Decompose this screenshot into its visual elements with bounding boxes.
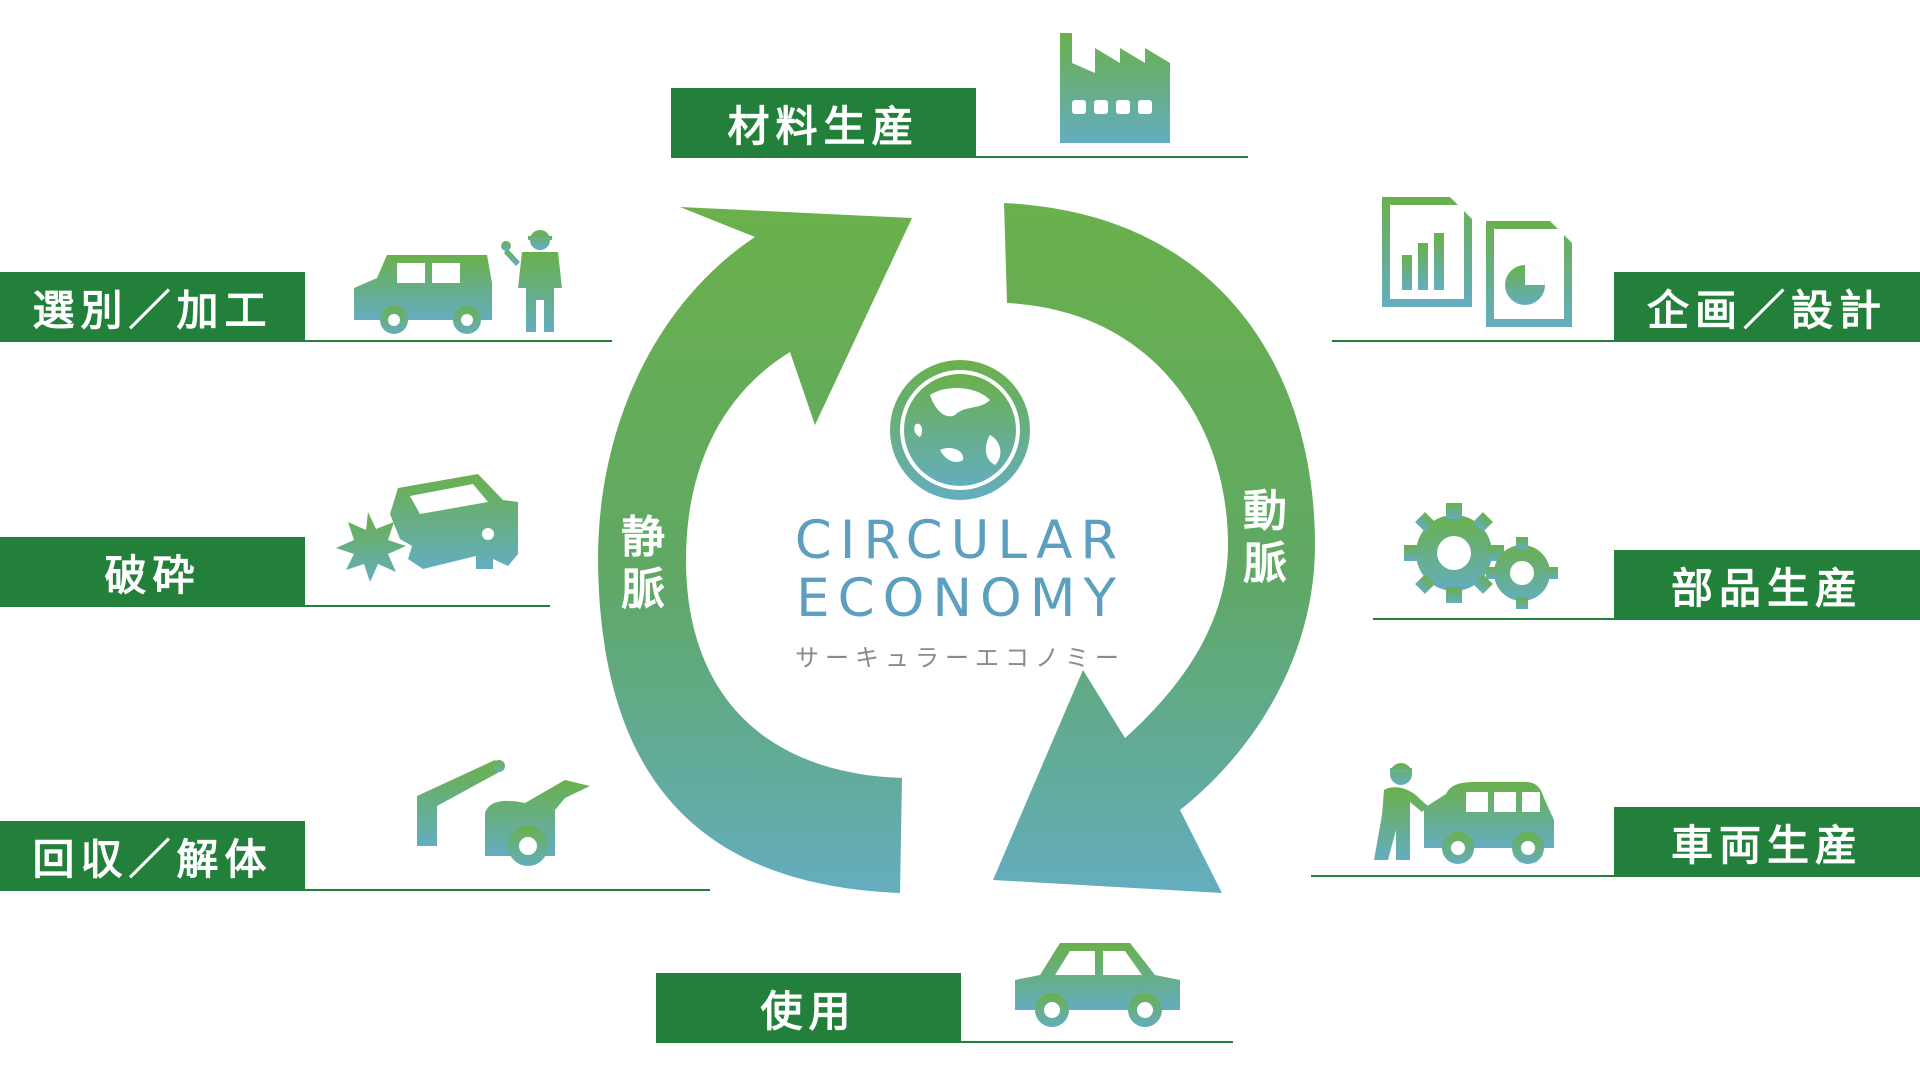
tow-car-icon — [417, 760, 590, 866]
right-arc-char-1: 動 — [1243, 486, 1287, 537]
rule-parts-production — [1373, 618, 1614, 620]
title-line-2: ECONOMY — [796, 568, 1124, 629]
left-arc-char-1: 静 — [621, 512, 665, 563]
label-collection-dismantling: 回収／解体 — [0, 821, 305, 891]
crushed-car-icon — [336, 474, 518, 582]
rule-vehicle-production — [1311, 875, 1614, 877]
label-planning-design: 企画／設計 — [1614, 272, 1920, 342]
rule-planning-design — [1332, 340, 1614, 342]
left-arrow — [598, 207, 912, 893]
right-arc-label: 動 脈 — [1237, 486, 1293, 590]
right-arrow — [993, 203, 1315, 893]
label-use: 使用 — [656, 973, 961, 1043]
title-line-1: CIRCULAR — [794, 510, 1126, 571]
label-crushing: 破砕 — [0, 537, 305, 607]
label-sorting-processing: 選別／加工 — [0, 272, 305, 342]
circular-economy-title: CIRCULAR ECONOMY — [760, 512, 1160, 628]
rule-collection-dismantling — [305, 889, 710, 891]
left-arc-char-2: 脈 — [621, 564, 665, 615]
car-icon — [1015, 943, 1180, 1027]
rule-crushing — [305, 605, 550, 607]
factory-icon — [1060, 33, 1170, 143]
circular-economy-subtitle: サーキュラーエコノミー — [795, 644, 1125, 672]
worker-car-icon — [354, 230, 562, 334]
label-parts-production: 部品生産 — [1614, 550, 1920, 620]
globe-icon — [890, 360, 1030, 500]
document-charts-icon — [1382, 197, 1572, 327]
label-vehicle-production: 車両生産 — [1614, 807, 1920, 877]
rule-use — [961, 1041, 1233, 1043]
right-arc-char-2: 脈 — [1243, 538, 1287, 589]
left-arc-label: 静 脈 — [615, 512, 671, 616]
gears-icon — [1404, 503, 1558, 609]
label-material-production: 材料生産 — [671, 88, 976, 158]
rule-sorting-processing — [305, 340, 612, 342]
mechanic-car-icon — [1374, 763, 1554, 864]
rule-material-production — [976, 156, 1248, 158]
